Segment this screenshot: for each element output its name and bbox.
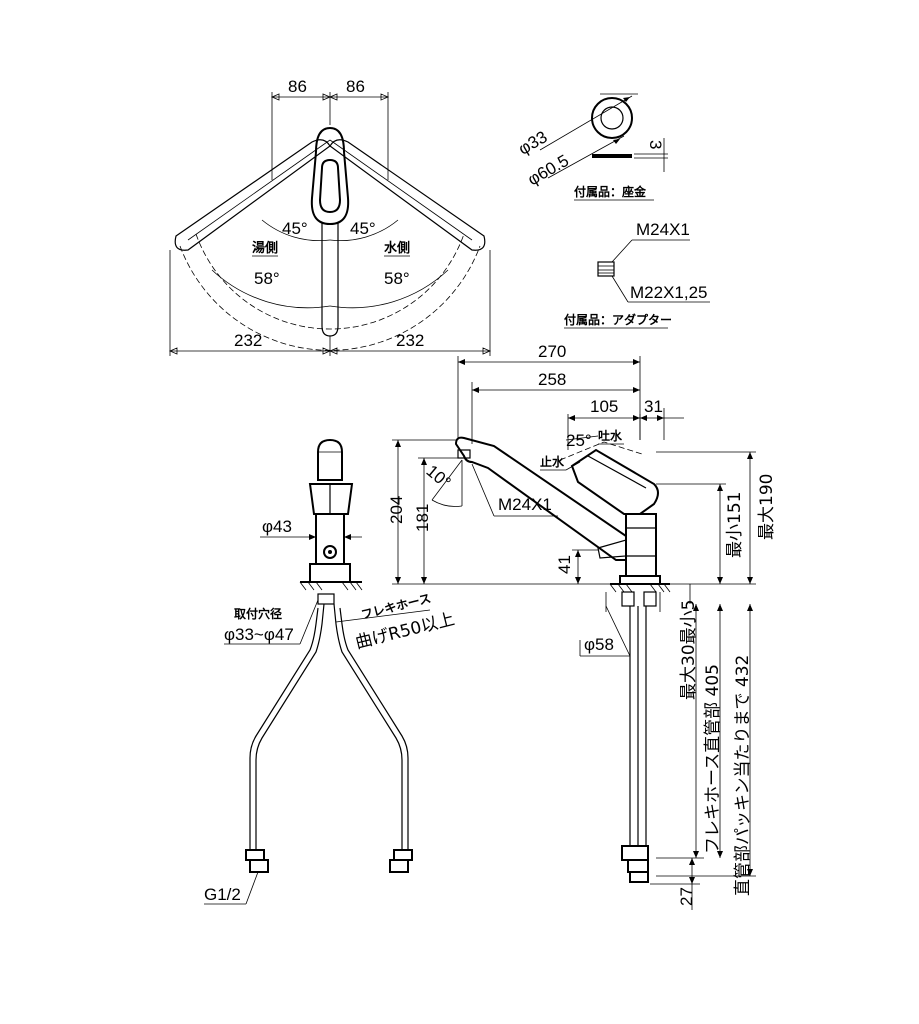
spout-thread: M24X1 [498,495,552,514]
angle-25: 25° [566,431,592,450]
angle-45-right: 45° [350,219,376,238]
dim-204: 204 [387,496,406,524]
dim-27: 27 [677,887,696,906]
thread-g: G1/2 [204,885,241,904]
angle-45-left: 45° [282,219,308,238]
dim-31: 31 [644,397,663,416]
base-washer-caption: 付属品：座金 [574,184,647,199]
side-view: 270 258 105 31 [387,342,777,910]
hole-range: φ33~φ47 [224,625,294,644]
dim-258: 258 [538,370,566,389]
dim-181: 181 [413,504,432,532]
spout-label: 吐水 [598,428,623,443]
max-30-min-5: 最大30最小5 [679,600,699,700]
angle-58-right: 58° [384,269,410,288]
dim-105: 105 [590,397,618,416]
hot-side-label: 湯側 [252,240,278,256]
dia-43: φ43 [262,517,292,536]
dia-58: φ58 [584,635,614,654]
max-190: 最大190 [757,474,777,540]
accessory-adapter: M24X1 M22X1,25 付属品：アダプター [564,220,710,329]
dia-33: φ33 [515,127,550,158]
hose-405: フレキホース直管部 405 [703,664,723,854]
stop-label: 止水 [540,454,565,469]
dim-270: 270 [538,342,566,361]
adapter-thread-top: M24X1 [636,220,690,239]
thickness-3: 3 [646,140,665,149]
dim-86-left: 86 [288,77,307,96]
dim-41: 41 [555,555,574,574]
min-151: 最小151 [725,492,745,558]
top-view: 86 86 45° 45° 58° 58° 湯側 水側 [168,77,492,356]
dim-86-right: 86 [346,77,365,96]
dim-232-right: 232 [396,331,424,350]
angle-58-left: 58° [254,269,280,288]
cold-side-label: 水側 [384,240,410,256]
accessory-base-washer: φ33 φ60.5 3 付属品：座金 [515,93,668,201]
dia-60-5: φ60.5 [524,151,572,190]
adapter-caption: 付属品：アダプター [564,312,672,327]
adapter-thread-bottom: M22X1,25 [630,283,708,302]
hole-label: 取付穴径 [234,606,282,621]
angle-10: 10° [423,461,455,492]
dim-232-left: 232 [234,331,262,350]
straight-432: 直管部パッキン当たりまで 432 [733,655,753,896]
